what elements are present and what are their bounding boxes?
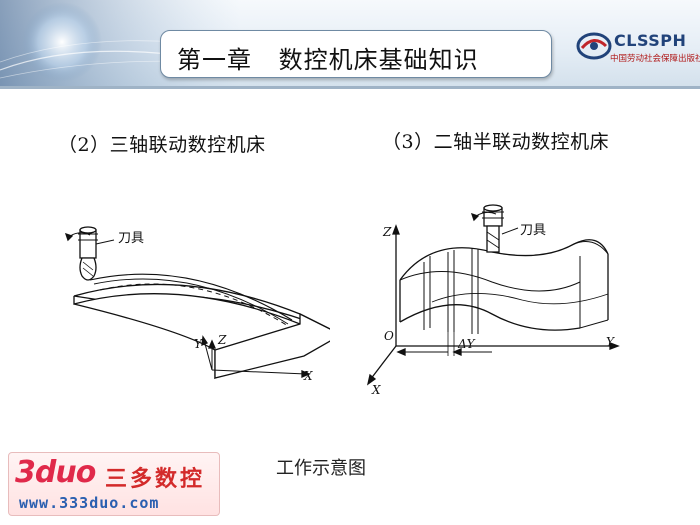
axis-label-y-right: Y [606,335,615,349]
figure-caption: 工作示意图 [276,458,366,479]
logo-subtitle: 中国劳动社会保障出版社 [610,54,700,64]
tool-cutter-right [486,225,500,253]
workpiece-end-face [214,312,330,379]
axis-label-x-left: X [303,369,313,383]
tool-label-left: 刀具 [118,231,144,246]
axis-label-z-left: Z [217,333,227,347]
header-divider [0,86,700,89]
machined-groove [89,273,293,321]
origin-label: O [384,329,394,343]
workpiece-top-profile [399,239,609,281]
caption-two-and-half-axis: （3）二轴半联动数控机床 [382,131,610,153]
logo-emblem-icon [576,32,612,60]
axis-label-x-right: X [371,383,381,396]
publisher-logo: CLSSPH 中国劳动社会保障出版社 [574,28,700,72]
three-axis-figure: 刀具 Y Z X [64,226,330,383]
title-box: 第一章 数控机床基础知识 [160,30,552,78]
tool-cutter [79,257,97,281]
axis-label-z-right: Z [382,225,392,239]
slide-header: 第一章 数控机床基础知识 CLSSPH 中国劳动社会保障出版社 [0,0,700,86]
watermark-logo: 3duo 三多数控 www.333duo.com [8,452,220,516]
watermark-name: 三多数控 [105,467,206,492]
axis-label-y-left: Y [194,337,203,351]
logo-text: CLSSPH [614,31,687,50]
x-axis-line [369,345,397,381]
two-and-half-axis-figure: Z O Y X ΔY 刀具 [366,204,620,396]
workpiece-bottom-wave [399,304,581,331]
chapter-label: 第一章 [177,46,252,74]
delta-y-label: ΔY [457,337,476,351]
watermark-brand: 3duo [15,455,96,490]
tool-label-right: 刀具 [520,223,546,238]
caption-three-axis: （2）三轴联动数控机床 [58,134,266,156]
watermark-url: www.333duo.com [19,494,160,512]
page-title: 第一章 数控机床基础知识 [177,40,479,75]
chapter-title: 数控机床基础知识 [278,46,479,74]
